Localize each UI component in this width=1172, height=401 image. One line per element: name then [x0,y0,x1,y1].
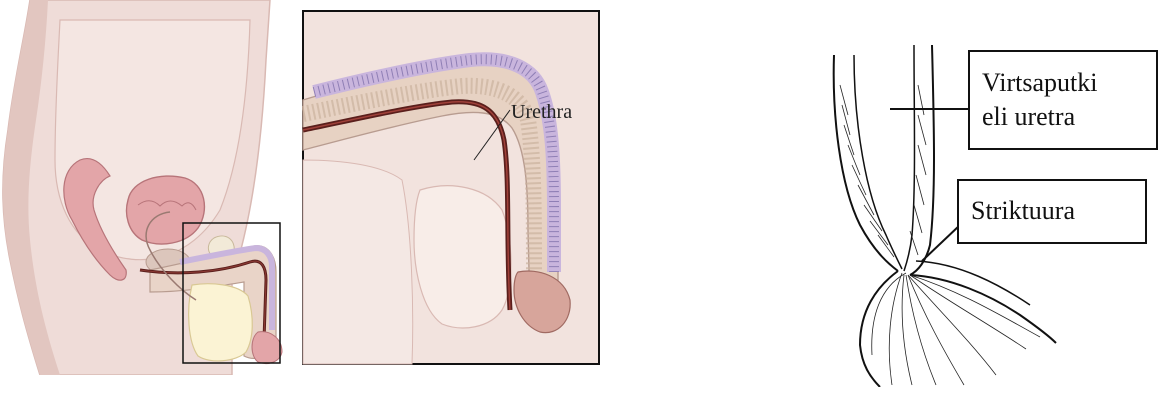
stricture-callout-label: Striktuura [971,194,1145,228]
thigh-region [303,160,413,364]
urethra-callout-line1: Virtsaputki [982,66,1156,100]
upper-hatching [840,85,926,257]
bladder [127,176,205,244]
tube-wall-left-inner [854,55,902,269]
urethra-callout-box: Virtsaputki eli uretra [968,50,1158,150]
pelvis-illustration [0,0,300,375]
stricture-callout-box: Striktuura [957,179,1147,244]
stricture-callout-leader [922,225,960,261]
urethra-callout-line2: eli uretra [982,100,1156,134]
lower-fibers [872,273,1040,385]
lower-wall-left [860,271,898,387]
scrotum [189,284,253,361]
glans [252,332,282,364]
urethra-label: Urethra [511,101,572,124]
lower-wall-right [910,275,1056,343]
tube-wall-right-inner [904,45,915,271]
zoomed-urethra-illustration [302,10,600,365]
testis [414,186,511,328]
